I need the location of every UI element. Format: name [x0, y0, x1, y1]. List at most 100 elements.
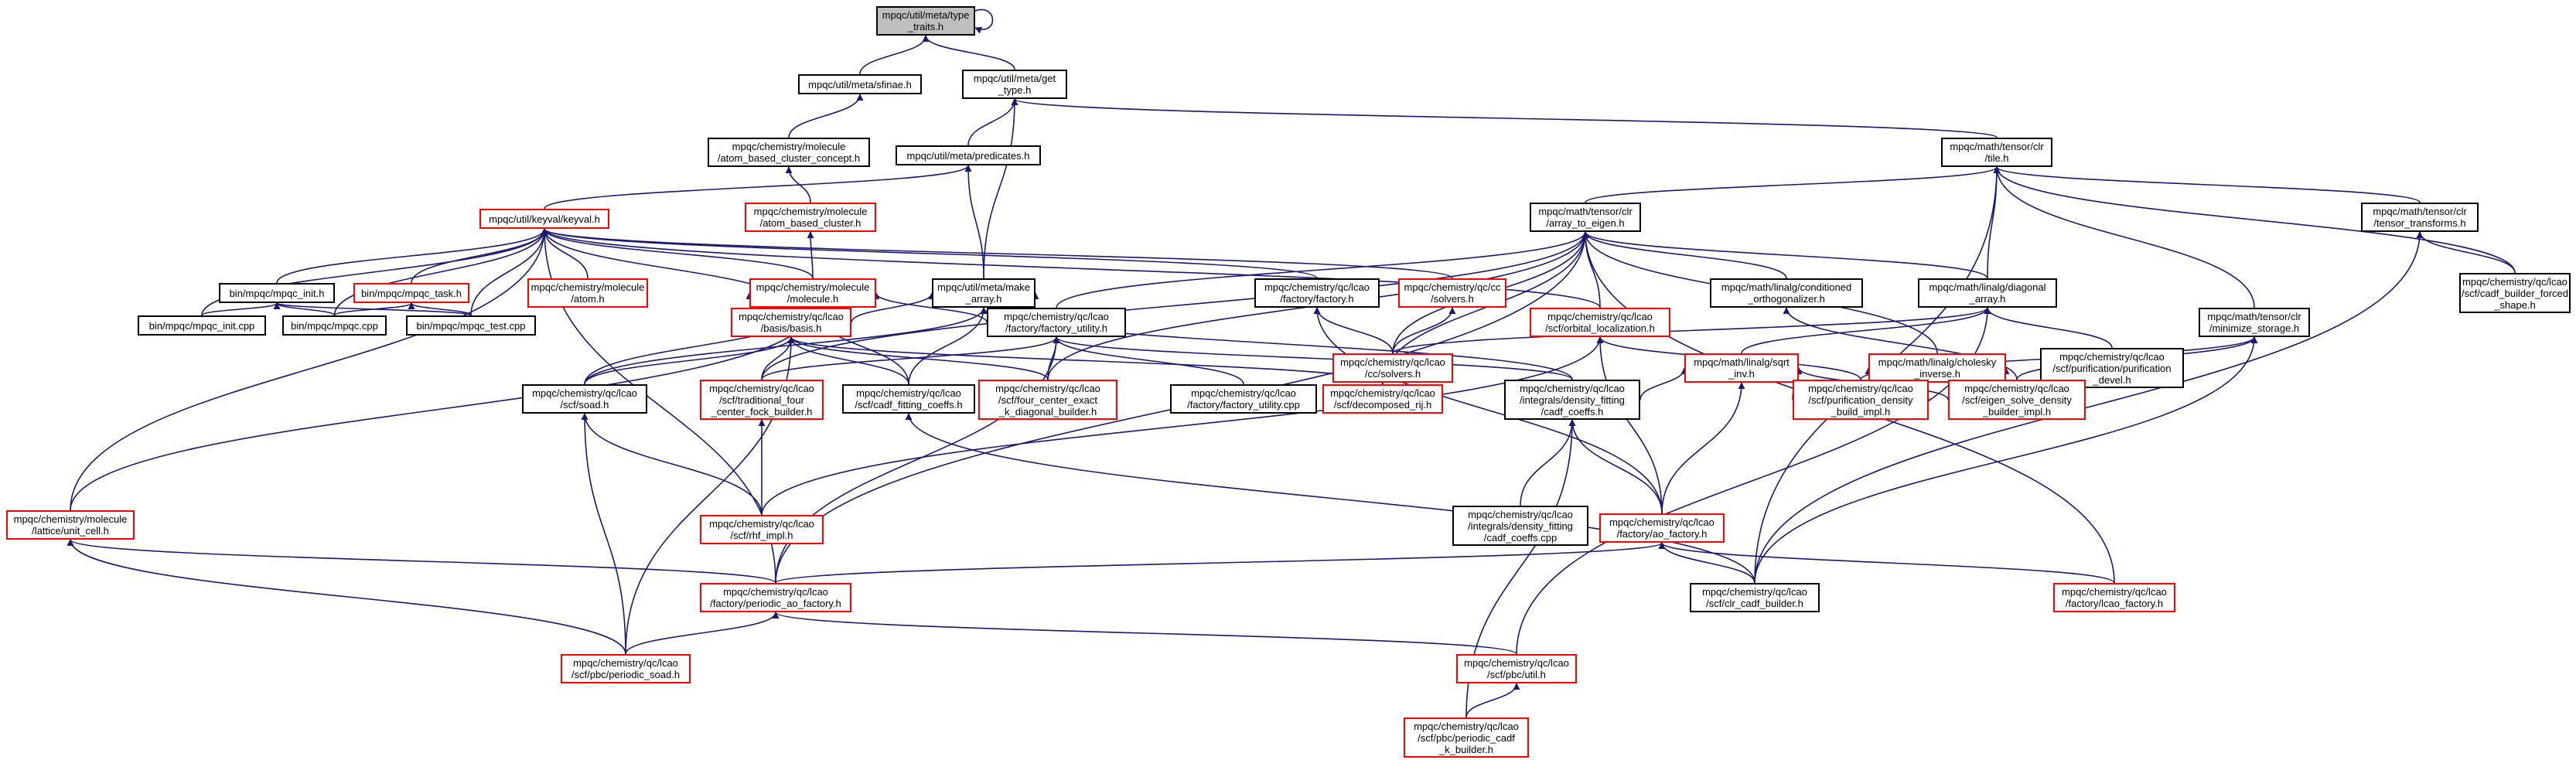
node-purification-devel[interactable]: mpqc/chemistry/qc/lcao /scf/purification…	[2040, 348, 2184, 388]
edge-rhf-impl-to-soad	[581, 413, 763, 516]
edge-cadf-fitting-to-basis	[787, 336, 909, 385]
edge-type-traits-to-type-traits	[974, 9, 994, 34]
node-lcao-factory[interactable]: mpqc/chemistry/qc/lcao /factory/lcao_fac…	[2053, 583, 2175, 612]
edge-molecule-to-abc	[807, 231, 814, 279]
node-four-center-exact[interactable]: mpqc/chemistry/qc/lcao /scf/four_center_…	[978, 380, 1117, 420]
node-conditioned[interactable]: mpqc/math/linalg/conditioned _orthogonal…	[1710, 278, 1863, 308]
edge-soad-to-make-array	[584, 307, 988, 385]
node-tensor-transforms[interactable]: mpqc/math/tensor/clr /tensor_transforms.…	[2361, 203, 2479, 232]
edge-molecule-to-keyval	[541, 228, 814, 279]
edge-ao-factory-to-sqrt-inv	[1661, 382, 1745, 514]
node-sqrt-inv[interactable]: mpqc/math/linalg/sqrt _inv.h	[1684, 353, 1799, 383]
edge-unit-cell-to-keyval	[70, 228, 548, 511]
node-array-to-eigen[interactable]: mpqc/math/tensor/clr /array_to_eigen.h	[1530, 203, 1641, 232]
edge-atom-to-keyval	[541, 228, 589, 279]
node-get-type[interactable]: mpqc/util/meta/get _type.h	[962, 70, 1067, 99]
node-keyval[interactable]: mpqc/util/keyval/keyval.h	[479, 209, 609, 229]
node-orbital-loc[interactable]: mpqc/chemistry/qc/lcao /scf/orbital_loca…	[1530, 308, 1670, 337]
node-soad[interactable]: mpqc/chemistry/qc/lcao /scf/soad.h	[522, 384, 647, 414]
edge-keyval-to-predicates	[544, 165, 972, 210]
node-cadf-builder-forced[interactable]: mpqc/chemistry/qc/lcao /scf/cadf_builder…	[2459, 273, 2571, 313]
edge-cadf-fitting-to-make-array	[908, 307, 988, 385]
node-cc-solvers[interactable]: mpqc/chemistry/qc/cc /solvers.h	[1398, 278, 1506, 308]
edge-orbital-loc-to-keyval	[541, 228, 1601, 308]
node-cholesky[interactable]: mpqc/math/linalg/cholesky _inverse.h	[1868, 353, 2006, 383]
edge-four-center-exact-to-basis	[787, 336, 1049, 380]
edge-factory-to-keyval	[541, 228, 1318, 279]
edge-minimize-storage-to-tile	[1993, 166, 2255, 308]
node-basis[interactable]: mpqc/chemistry/qc/lcao /basis/basis.h	[731, 308, 851, 337]
node-factory-utility-cpp[interactable]: mpqc/chemistry/qc/lcao /factory/factory_…	[1170, 384, 1317, 414]
node-factory[interactable]: mpqc/chemistry/qc/lcao /factory/factory.…	[1254, 278, 1380, 308]
edge-predicates-to-get-type	[967, 98, 1018, 146]
node-type-traits: mpqc/util/meta/type _traits.h	[876, 6, 975, 36]
edge-unit-cell-to-molecule	[70, 307, 817, 511]
node-clr-cadf[interactable]: mpqc/chemistry/qc/lcao /scf/clr_cadf_bui…	[1690, 583, 1820, 612]
edge-sqrt-inv-to-diagonal-array	[1741, 307, 1991, 354]
edge-diagonal-array-to-array-to-eigen	[1581, 231, 1988, 279]
edge-soad-to-basis	[584, 336, 795, 385]
edge-make-array-to-get-type	[983, 98, 1018, 279]
edge-density-fitting-to-sqrt-inv	[1639, 367, 1688, 400]
node-make-array[interactable]: mpqc/util/meta/make _array.h	[932, 278, 1036, 308]
node-factory-utility[interactable]: mpqc/chemistry/qc/lcao /factory/factory_…	[987, 308, 1126, 337]
edge-periodic-soad-to-periodic-ao	[625, 612, 780, 655]
node-purification-build[interactable]: mpqc/chemistry/qc/lcao /scf/purification…	[1793, 380, 1929, 420]
node-pbc-util[interactable]: mpqc/chemistry/qc/lcao /scf/pbc/util.h	[1456, 654, 1577, 683]
edge-density-fitting-to-factory-utility	[1053, 336, 1573, 380]
edge-periodic-cadf-to-pbc-util	[1465, 683, 1520, 718]
node-eigen-solve[interactable]: mpqc/chemistry/qc/lcao /scf/eigen_solve_…	[1948, 380, 2086, 420]
edge-pbc-util-to-periodic-ao	[772, 612, 1517, 655]
edge-factory-utility-to-array-to-eigen	[1056, 231, 1589, 308]
node-trad-four[interactable]: mpqc/chemistry/qc/lcao /scf/traditional_…	[700, 380, 824, 420]
edge-conditioned-to-array-to-eigen	[1581, 231, 1787, 279]
edge-ao-factory-to-orbital-loc	[1596, 336, 1663, 514]
node-mpqc-init-h[interactable]: bin/mpqc/mpqc_init.h	[219, 283, 335, 303]
edge-lcao-cc-solvers-to-factory	[1313, 307, 1394, 354]
edge-mpqc-cpp-to-keyval	[333, 228, 548, 316]
node-diagonal-array[interactable]: mpqc/math/linalg/diagonal _array.h	[1918, 278, 2057, 308]
node-predicates[interactable]: mpqc/util/meta/predicates.h	[896, 145, 1041, 165]
node-decomposed-rij[interactable]: mpqc/chemistry/qc/lcao /scf/decomposed_r…	[1322, 384, 1443, 414]
edge-cc-solvers-to-keyval	[541, 228, 1453, 279]
edge-trad-four-to-factory-utility	[761, 336, 1060, 380]
edge-mpqc-init-h-to-keyval	[276, 228, 548, 284]
edge-abc-concept-to-sfinae	[788, 94, 864, 138]
node-mpqc-task[interactable]: bin/mpqc/mpqc_task.h	[353, 283, 469, 303]
edge-periodic-ao-to-unit-cell	[67, 539, 776, 584]
node-tile[interactable]: mpqc/math/tensor/clr /tile.h	[1941, 138, 2052, 167]
node-density-fitting[interactable]: mpqc/chemistry/qc/lcao /integrals/densit…	[1504, 380, 1640, 420]
node-mpqc-init-cpp[interactable]: bin/mpqc/mpqc_init.cpp	[138, 315, 266, 336]
edge-clr-cadf-to-tensor-transforms	[1754, 231, 2424, 584]
edge-cadf-builder-forced-to-tensor-transforms	[2416, 231, 2516, 274]
edge-ao-factory-to-density-fitting	[1568, 419, 1663, 514]
node-periodic-ao[interactable]: mpqc/chemistry/qc/lcao /factory/periodic…	[700, 583, 851, 612]
edge-mpqc-test-to-keyval	[470, 228, 548, 316]
node-minimize-storage[interactable]: mpqc/math/tensor/clr /minimize_storage.h	[2199, 308, 2310, 337]
node-mpqc-cpp[interactable]: bin/mpqc/mpqc.cpp	[282, 315, 387, 336]
node-lcao-cc-solvers[interactable]: mpqc/chemistry/qc/lcao /cc/solvers.h	[1332, 353, 1453, 383]
edge-layer	[67, 9, 2516, 718]
node-atom[interactable]: mpqc/chemistry/molecule /atom.h	[527, 278, 648, 308]
node-abc[interactable]: mpqc/chemistry/molecule /atom_based_clus…	[745, 203, 876, 232]
node-mpqc-test[interactable]: bin/mpqc/mpqc_test.cpp	[406, 315, 536, 336]
node-sfinae[interactable]: mpqc/util/meta/sfinae.h	[798, 74, 922, 94]
edge-periodic-soad-to-soad	[581, 413, 626, 655]
node-cadf-fitting[interactable]: mpqc/chemistry/qc/lcao /scf/cadf_fitting…	[842, 384, 975, 414]
edge-clr-cadf-to-minimize-storage	[1754, 336, 2258, 584]
node-unit-cell[interactable]: mpqc/chemistry/molecule /lattice/unit_ce…	[6, 510, 135, 540]
edge-factory-utility-cpp-to-factory-utility	[1053, 336, 1244, 385]
node-periodic-cadf[interactable]: mpqc/chemistry/qc/lcao /scf/pbc/periodic…	[1404, 717, 1529, 758]
edge-df-cpp-to-density-fitting	[1520, 419, 1576, 506]
edge-lcao-cc-solvers-to-cc-solvers	[1392, 307, 1456, 354]
node-rhf-impl[interactable]: mpqc/chemistry/qc/lcao /scf/rhf_impl.h	[700, 515, 824, 544]
node-ao-factory[interactable]: mpqc/chemistry/qc/lcao /factory/ao_facto…	[1599, 513, 1725, 543]
node-molecule[interactable]: mpqc/chemistry/molecule /molecule.h	[749, 278, 876, 308]
node-df-cpp[interactable]: mpqc/chemistry/qc/lcao /integrals/densit…	[1452, 506, 1588, 546]
edge-clr-cadf-to-cadf-fitting	[905, 413, 1755, 584]
node-periodic-soad[interactable]: mpqc/chemistry/qc/lcao /scf/pbc/periodic…	[561, 654, 691, 683]
node-abc-concept[interactable]: mpqc/chemistry/molecule /atom_based_clus…	[708, 138, 870, 167]
edge-basis-to-make-array	[851, 292, 936, 323]
